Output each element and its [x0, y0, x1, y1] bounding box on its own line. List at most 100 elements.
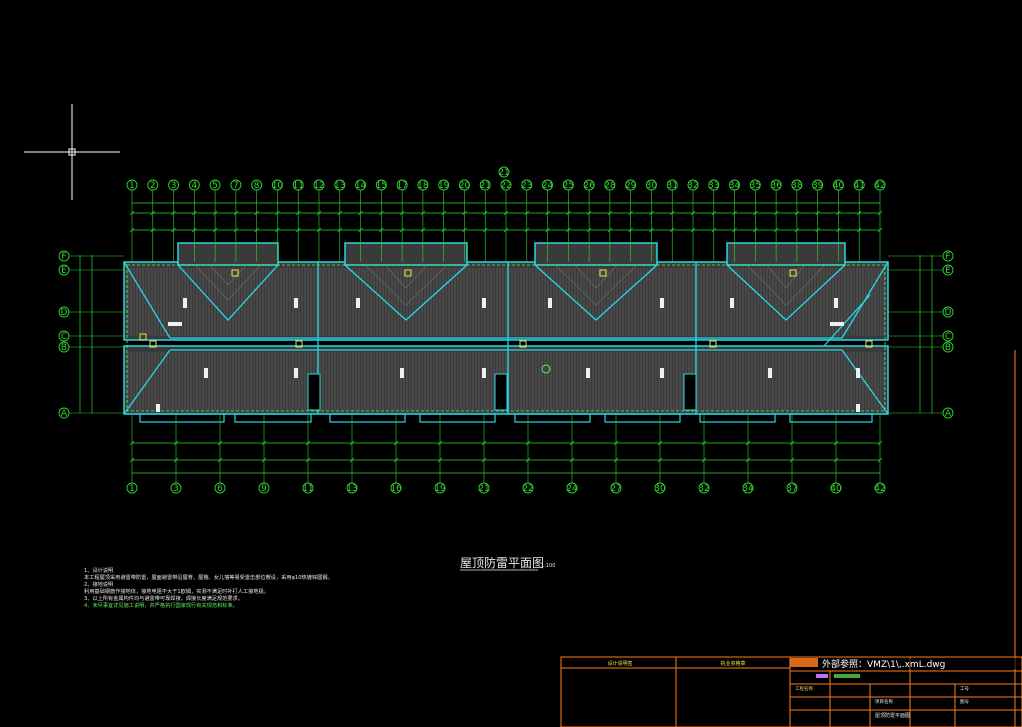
svg-text:8: 8: [254, 181, 260, 191]
svg-text:32: 32: [687, 181, 698, 191]
svg-text:22: 22: [522, 484, 533, 494]
axis-bubble-bottom: 37: [786, 414, 798, 494]
svg-text:24: 24: [566, 484, 578, 494]
axis-bubble-top: 23: [521, 179, 533, 262]
axis-bubble-top: 35: [750, 179, 761, 262]
design-notes: 1、设计说明 本工程屋顶采用避雷带防雷，屋面避雷带沿屋脊、屋檐、女儿墙等易受雷击…: [84, 568, 544, 610]
axis-bubble-top: 7: [230, 179, 242, 262]
svg-text:F: F: [945, 252, 950, 262]
axis-bubble-top: 26: [583, 179, 595, 262]
svg-text:B: B: [61, 343, 67, 353]
svg-text:7: 7: [233, 181, 239, 191]
svg-text:11: 11: [292, 181, 303, 191]
axis-bubble-bottom: 9: [258, 414, 270, 494]
axis-bubble-bottom: 3: [170, 414, 182, 494]
svg-text:21: 21: [479, 181, 490, 191]
axis-bubble-bottom: 1: [126, 414, 138, 494]
svg-text:A: A: [61, 409, 68, 419]
svg-text:C: C: [61, 332, 67, 342]
axis-bubble-top: 29: [625, 179, 637, 262]
svg-text:13: 13: [346, 484, 357, 494]
svg-text:23: 23: [521, 181, 532, 191]
svg-text:10: 10: [272, 181, 284, 191]
svg-text:E: E: [945, 266, 951, 276]
axis-bubble-left: D: [58, 306, 124, 318]
svg-text:39: 39: [812, 181, 824, 191]
svg-text:3: 3: [171, 181, 177, 191]
title-block-cell-dwg-no: 图号: [960, 699, 969, 705]
axis-bubble-top: 5: [209, 179, 221, 262]
xref-tooltip: 外部参照：VMZ\1\,.xmL.dwg: [790, 658, 1020, 670]
crosshair-cursor-icon[interactable]: [24, 104, 120, 200]
svg-text:40: 40: [830, 484, 842, 494]
note-item: 本工程屋顶采用避雷带防雷，屋面避雷带沿屋脊、屋檐、女儿墙等易受雷击部位敷设，采用…: [84, 575, 333, 581]
dimension-ticks: [129, 210, 883, 463]
axis-bubble-top: 40: [833, 179, 845, 262]
note-item: 2、接地说明: [84, 582, 114, 588]
axis-bubble-top: 31: [666, 179, 678, 262]
axis-bubble-bottom: 42: [874, 414, 886, 494]
title-block-cell-project: 工程名称: [795, 685, 813, 692]
axis-bubble-right: F: [888, 250, 954, 262]
axis-bubble-top: 21: [479, 179, 491, 262]
axis-bubble-bottom: 40: [830, 414, 842, 494]
svg-text:B: B: [945, 343, 951, 353]
svg-text:21: 21: [498, 168, 509, 178]
svg-text:14: 14: [355, 181, 367, 191]
axis-bubble-top: 17: [396, 179, 408, 262]
axis-bubble-bottom: 21: [478, 414, 490, 494]
svg-text:28: 28: [604, 181, 616, 191]
svg-text:37: 37: [786, 484, 797, 494]
svg-text:27: 27: [610, 484, 621, 494]
title-block-labels: 设计说明签 执业资格章 工程名称 项目名称 工号 图号 屋顶防雷平面图: [607, 660, 969, 719]
svg-text:40: 40: [833, 181, 845, 191]
svg-text:D: D: [61, 308, 68, 318]
svg-text:33: 33: [708, 181, 719, 191]
axis-bubble-bottom: 16: [390, 414, 402, 494]
axis-bubble-left: B: [58, 341, 124, 353]
svg-text:25: 25: [563, 181, 574, 191]
xref-tooltip-text: 外部参照：VMZ\1\,.xmL.dwg: [822, 658, 945, 670]
axis-bubble-top: 22: [500, 179, 512, 262]
svg-text:24: 24: [542, 181, 554, 191]
svg-text:32: 32: [698, 484, 709, 494]
svg-text:35: 35: [750, 181, 761, 191]
bottom-dimension-lines: [132, 442, 880, 474]
svg-text:13: 13: [334, 181, 345, 191]
svg-text:30: 30: [654, 484, 666, 494]
svg-text:20: 20: [459, 181, 471, 191]
axis-bubble-bottom: 32: [698, 414, 710, 494]
axis-bubble-top: 38: [791, 179, 803, 262]
axis-bubble-top: 1: [126, 179, 138, 262]
axis-bubble-right: C: [888, 330, 954, 342]
axis-bubble-left: F: [58, 250, 124, 262]
axis-bubble-bottom: 22: [522, 414, 534, 494]
svg-text:22: 22: [500, 181, 511, 191]
title-block-cell-job: 工号: [960, 686, 969, 692]
axis-bubble-top: 41: [853, 179, 865, 262]
axis-bubble-right: B: [888, 341, 954, 353]
axis-bubble-top: 42: [874, 179, 886, 262]
axis-bubble-top: 18: [417, 179, 429, 262]
axis-bubble-top: 25: [563, 179, 574, 262]
svg-text:19: 19: [438, 181, 450, 191]
note-item: 4、未尽事宜详见施工说明，并严格执行国家现行有关规范和标准。: [84, 603, 238, 609]
svg-text:E: E: [61, 266, 67, 276]
axis-bubble-top: 2: [147, 179, 159, 262]
note-item: 1、设计说明: [84, 568, 114, 574]
note-item: 3、以上所有金属构件均与避雷带可靠焊接，焊接长度满足规范要求。: [84, 596, 243, 602]
axis-bubble-top: 30: [646, 179, 657, 262]
svg-text:41: 41: [853, 181, 864, 191]
svg-text:4: 4: [191, 181, 197, 191]
svg-text:21: 21: [478, 484, 489, 494]
axis-bubble-bottom: 34: [742, 414, 754, 494]
svg-text:D: D: [945, 308, 952, 318]
axis-bubble-top: 4: [188, 179, 200, 262]
axis-bubble-bottom: 19: [434, 414, 446, 494]
title-block-cell-dwg-name: 屋顶防雷平面图: [875, 712, 910, 719]
svg-text:15: 15: [376, 181, 387, 191]
axis-bubble-top: 32: [687, 179, 699, 262]
axis-bubble-top: 34: [729, 179, 741, 262]
